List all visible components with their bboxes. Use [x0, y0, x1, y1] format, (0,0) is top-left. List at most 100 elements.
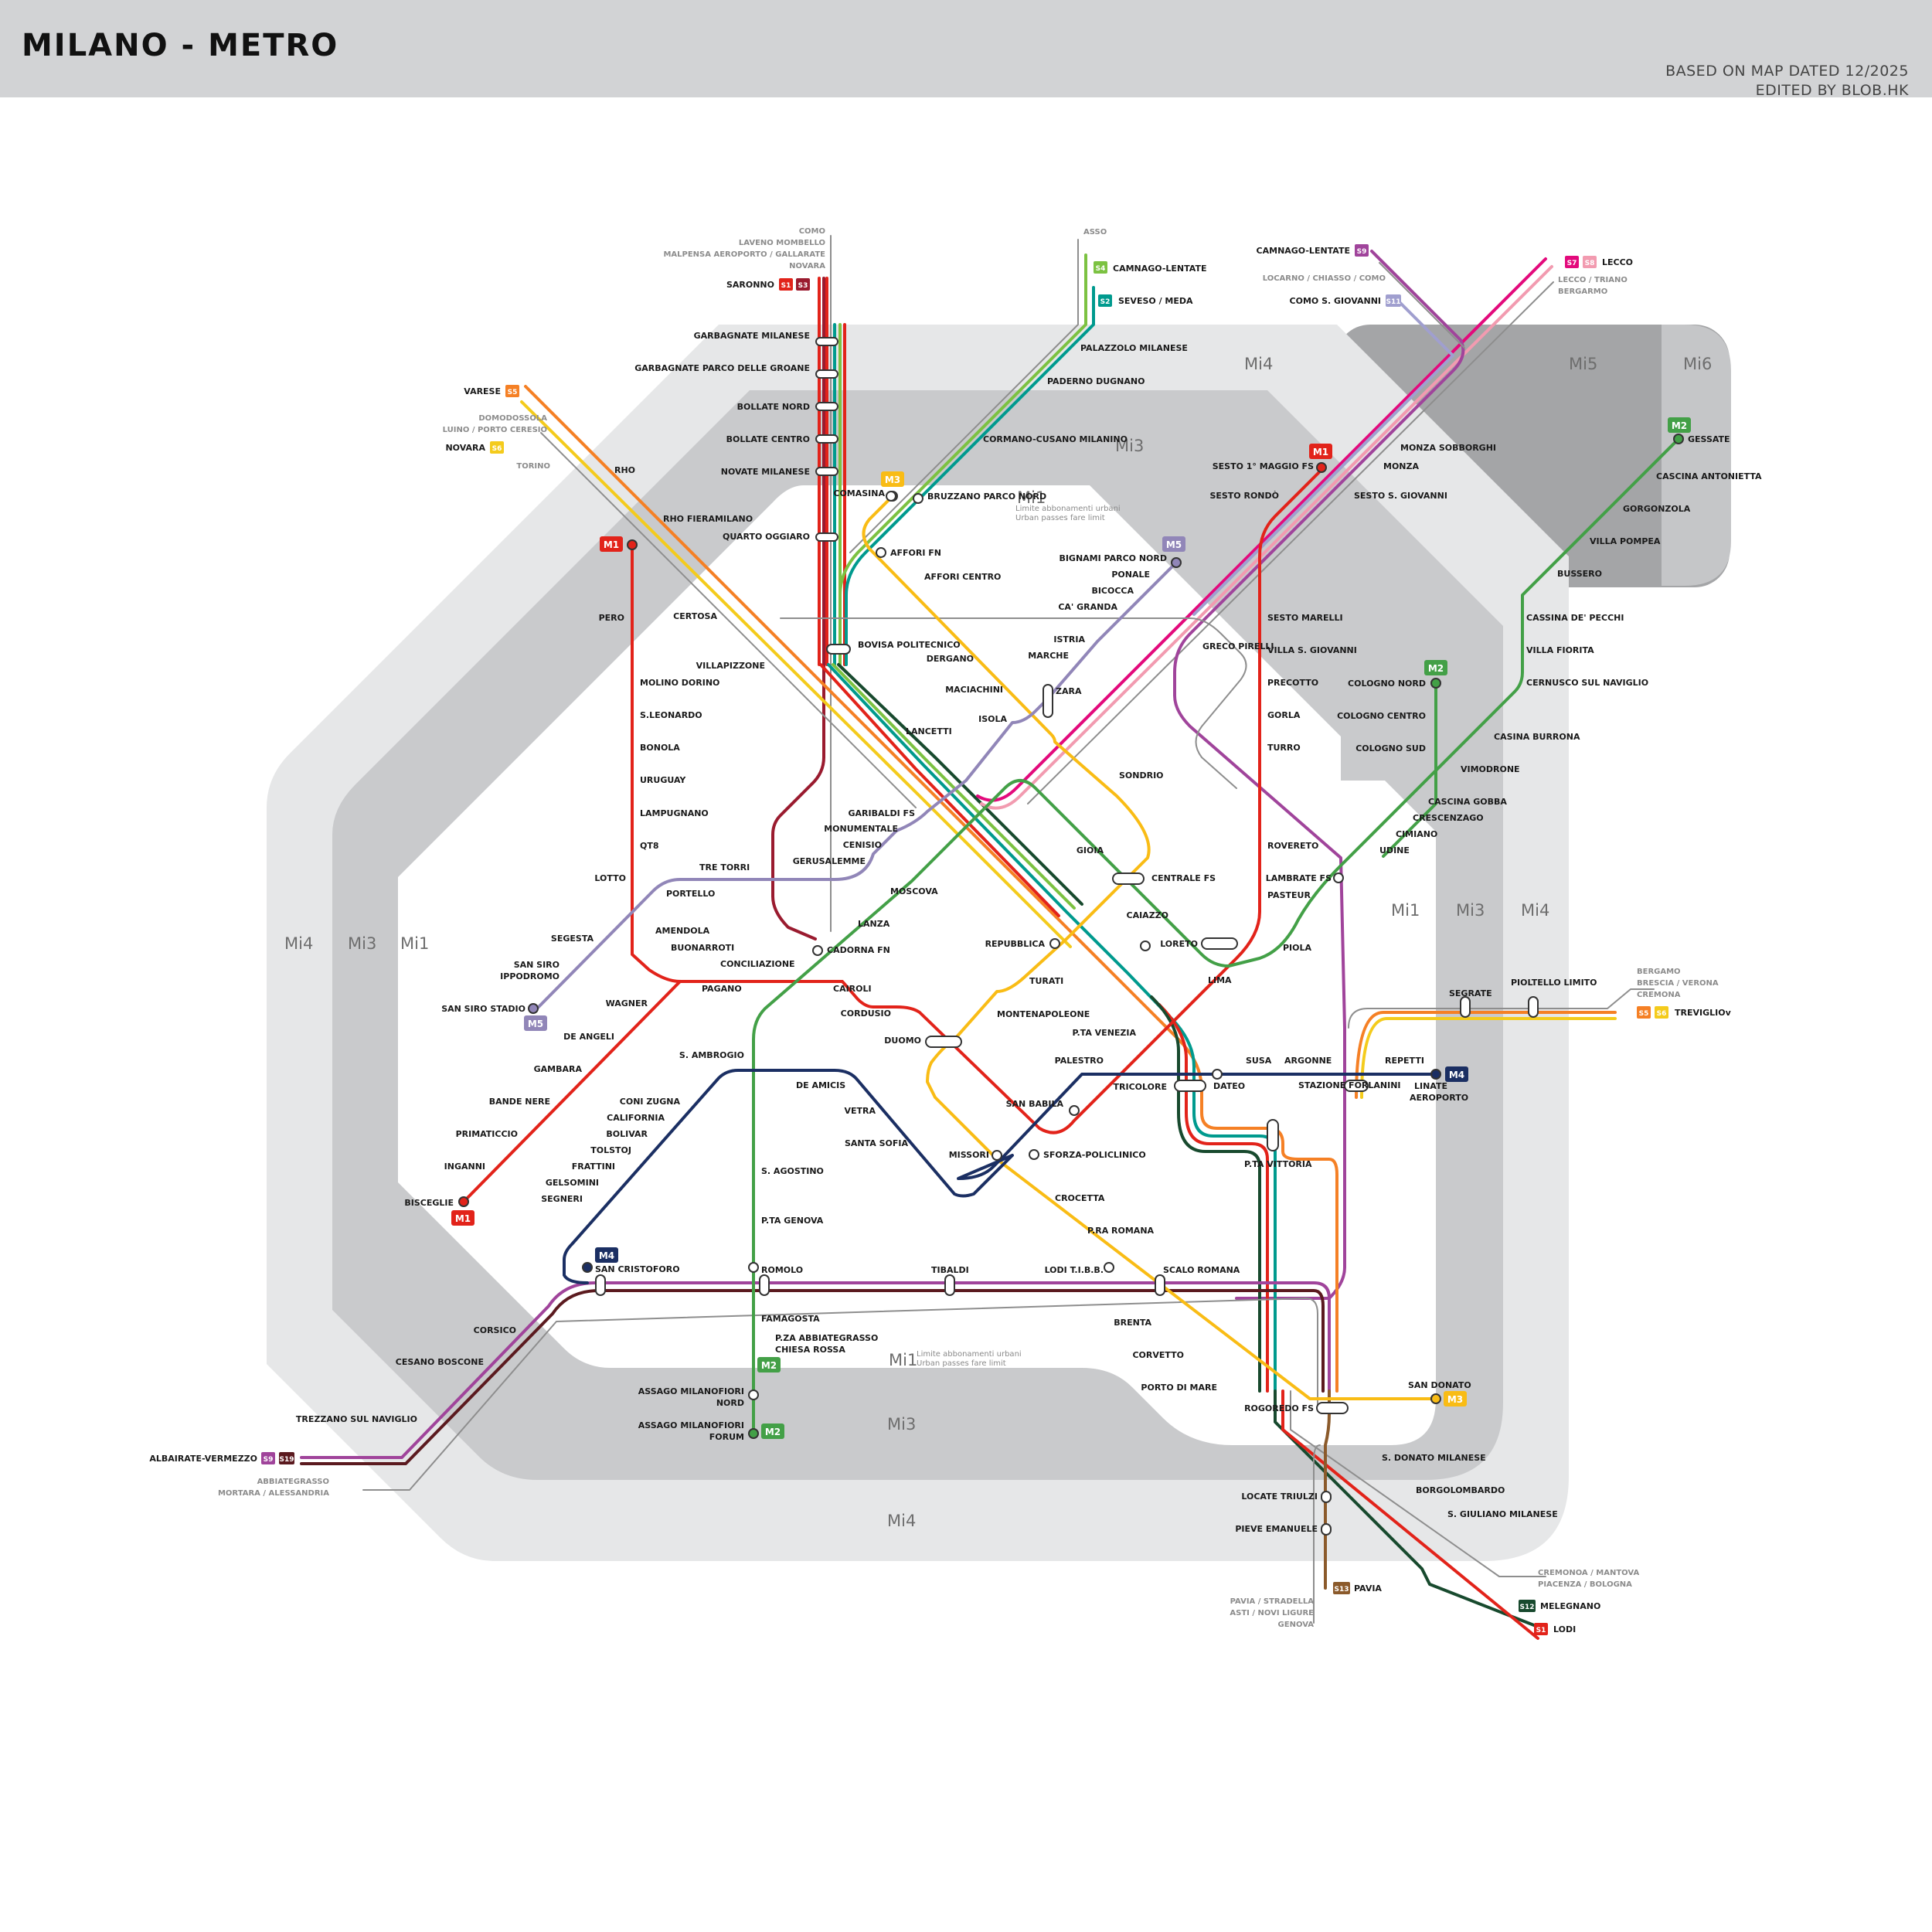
- s5-east: [1355, 1011, 1617, 1099]
- badge-s7: S7: [1565, 256, 1579, 268]
- interchange-duomo[interactable]: [925, 1036, 962, 1048]
- interchange-bollate-nord[interactable]: [815, 402, 838, 411]
- label-trezzano: TREZZANO SUL NAVIGLIO: [296, 1414, 417, 1424]
- label-rho: RHO: [614, 465, 635, 475]
- stations[interactable]: [458, 337, 1684, 1536]
- station-marker-assago-forum[interactable]: [748, 1428, 759, 1439]
- m4-line: [563, 1069, 1437, 1284]
- zone-label-mi5: Mi5: [1569, 355, 1597, 373]
- station-repubblica[interactable]: [1049, 938, 1060, 949]
- station-lambrate-fs[interactable]: [1333, 872, 1344, 883]
- badge-s13: S13: [1333, 1582, 1350, 1594]
- credits: BASED ON MAP DATED 12/2025 EDITED BY BLO…: [1665, 62, 1909, 100]
- station-lodi-tibb[interactable]: [1104, 1262, 1114, 1273]
- station-marker-san-siro-stadio[interactable]: [528, 1003, 539, 1014]
- label-vimodrone: VIMODRONE: [1461, 764, 1520, 774]
- interchange-novate[interactable]: [815, 467, 838, 476]
- badge-m5-san-siro: M5: [524, 1015, 547, 1031]
- station-missori[interactable]: [992, 1150, 1002, 1161]
- station-cadorna-fn[interactable]: [812, 945, 823, 956]
- interchange-pieve[interactable]: [1321, 1523, 1332, 1536]
- svg-text:S9: S9: [1357, 248, 1367, 256]
- label-san-siro-ipp-1: SAN SIRO: [514, 960, 560, 970]
- station-marker-sesto-1-maggio[interactable]: [1316, 462, 1327, 473]
- label-bollate-nord: BOLLATE NORD: [737, 402, 810, 412]
- station-marker-san-cristoforo[interactable]: [582, 1262, 593, 1273]
- station-caiazzo[interactable]: [1140, 940, 1151, 951]
- interchange-tibaldi[interactable]: [944, 1274, 955, 1296]
- station-marker-linate[interactable]: [1430, 1069, 1441, 1080]
- station-marker-gessate[interactable]: [1673, 434, 1684, 444]
- label-cimiano: CIMIANO: [1396, 829, 1437, 839]
- station-marker-san-donato[interactable]: [1430, 1393, 1441, 1404]
- station-comasina-ring[interactable]: [886, 491, 896, 502]
- label-assago-forum-1: ASSAGO MILANOFIORI: [638, 1420, 744, 1430]
- label-uruguay: URUGUAY: [640, 775, 686, 785]
- label-ca-granda: CA' GRANDA: [1058, 602, 1117, 612]
- interchange-forlanini[interactable]: [1344, 1080, 1369, 1092]
- interchange-quarto-oggiaro[interactable]: [815, 532, 838, 542]
- label-cassina-de-pecchi: CASSINA DE' PECCHI: [1526, 613, 1624, 623]
- station-marker-bisceglie[interactable]: [458, 1196, 469, 1207]
- station-san-babila[interactable]: [1069, 1105, 1080, 1116]
- interchange-bollate-centro[interactable]: [815, 434, 838, 444]
- interchange-porta-vittoria[interactable]: [1267, 1119, 1279, 1151]
- svg-text:M1: M1: [455, 1213, 471, 1224]
- station-sforza[interactable]: [1029, 1149, 1039, 1160]
- interchange-centrale-fs[interactable]: [1112, 872, 1145, 885]
- station-p-za-abbiategrasso[interactable]: [748, 1389, 759, 1400]
- label-cernusco: CERNUSCO SUL NAVIGLIO: [1526, 678, 1648, 688]
- label-ponale: PONALE: [1111, 570, 1150, 580]
- label-pero: PERO: [599, 613, 624, 623]
- svg-text:S6: S6: [492, 445, 502, 453]
- label-pioltello: PIOLTELLO LIMITO: [1511, 978, 1597, 988]
- label-corsico: CORSICO: [474, 1325, 516, 1335]
- label-wagner: WAGNER: [606, 998, 648, 1009]
- interchange-garbagnate[interactable]: [815, 337, 838, 346]
- label-lima: LIMA: [1208, 975, 1232, 985]
- zone-note-it-top: Limite abbonamenti urbani: [1015, 505, 1121, 513]
- interchange-pioltello[interactable]: [1528, 996, 1539, 1018]
- badge-m4-linate: M4: [1445, 1066, 1468, 1082]
- label-segneri: SEGNERI: [541, 1194, 583, 1204]
- interchange-scalo-romana[interactable]: [1155, 1274, 1165, 1296]
- interchange-tricolore-dateo[interactable]: [1174, 1080, 1206, 1092]
- s1-south-2: [1158, 1003, 1269, 1393]
- dest-laveno: LAVENO MOMBELLO: [739, 239, 825, 247]
- interchange-locate[interactable]: [1321, 1491, 1332, 1503]
- badge-m2-cologno: M2: [1424, 660, 1447, 675]
- label-tibaldi: TIBALDI: [931, 1265, 969, 1275]
- mortara-gray: [362, 1298, 1318, 1491]
- station-bruzzano[interactable]: [913, 493, 923, 504]
- label-borgolombardo: BORGOLOMBARDO: [1416, 1485, 1505, 1495]
- page-title: MILANO - METRO: [22, 28, 339, 63]
- label-isola: ISOLA: [978, 714, 1007, 724]
- svg-text:M3: M3: [885, 474, 900, 485]
- svg-text:M4: M4: [599, 1250, 614, 1261]
- station-dateo[interactable]: [1212, 1069, 1223, 1080]
- s12-melegnano: [1274, 1389, 1539, 1628]
- badge-s1-lodi: S1: [1534, 1623, 1548, 1635]
- label-repetti: REPETTI: [1385, 1056, 1424, 1066]
- badge-s9-south: S9: [261, 1452, 275, 1464]
- interchange-san-cristoforo-rail[interactable]: [595, 1274, 606, 1296]
- station-affori-fn[interactable]: [876, 547, 886, 558]
- station-romolo[interactable]: [748, 1262, 759, 1273]
- label-assago-nord-2: NORD: [716, 1398, 744, 1408]
- label-sesto-sg: SESTO S. GIOVANNI: [1354, 491, 1447, 501]
- interchange-segrate[interactable]: [1460, 996, 1471, 1018]
- interchange-bovisa[interactable]: [826, 644, 851, 655]
- station-marker-rho-fieramilano-m1[interactable]: [627, 539, 638, 550]
- interchange-zara[interactable]: [1043, 684, 1053, 718]
- station-marker-bignami[interactable]: [1171, 557, 1182, 568]
- label-coni-zugna: CONI ZUGNA: [620, 1097, 681, 1107]
- interchange-romolo[interactable]: [759, 1274, 770, 1296]
- interchange-loreto[interactable]: [1201, 937, 1238, 950]
- badge-s19: S19: [279, 1452, 294, 1464]
- interchange-rogoredo[interactable]: [1316, 1402, 1349, 1414]
- interchange-garbagnate-parco[interactable]: [815, 369, 838, 379]
- station-marker-cologno-nord[interactable]: [1430, 678, 1441, 689]
- label-bolivar: BOLIVAR: [606, 1129, 648, 1139]
- label-locate: LOCATE TRIULZI: [1241, 1492, 1318, 1502]
